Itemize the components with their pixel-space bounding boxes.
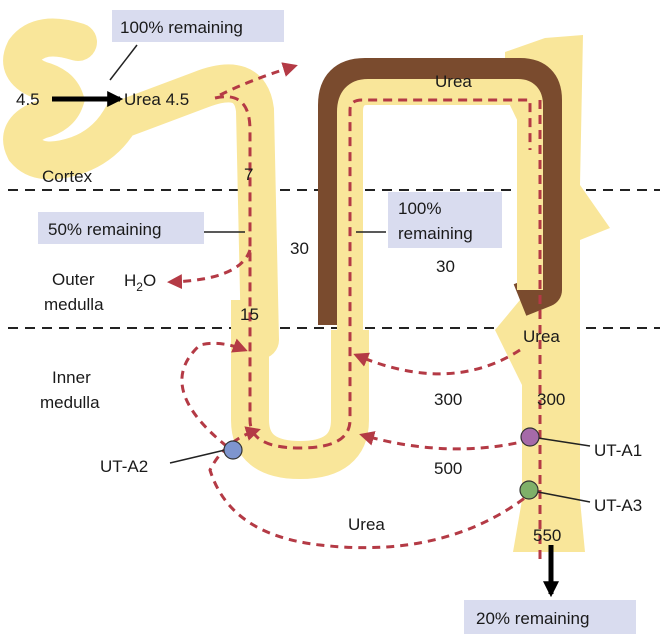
value-7: 7 (244, 165, 253, 184)
value-550: 550 (533, 526, 561, 545)
region-inner-1: Inner (52, 368, 91, 387)
region-inner-2: medulla (40, 393, 100, 412)
ascending-limb-wall (318, 58, 562, 325)
value-30-right: 30 (436, 257, 455, 276)
water-efflux-arrow (167, 249, 252, 290)
box-center (388, 192, 502, 248)
value-15: 15 (240, 305, 259, 324)
ut-a1-transporter (520, 427, 540, 447)
urea-recycle-arrow-4 (208, 426, 536, 550)
region-outer-2: medulla (44, 295, 104, 314)
ut-a1-label: UT-A1 (594, 441, 642, 460)
region-cortex: Cortex (42, 167, 93, 186)
ut-a2-transporter (223, 440, 243, 460)
urea-duct-label: Urea (523, 327, 560, 346)
value-300-left: 300 (434, 390, 462, 409)
water-label: H2O (124, 271, 156, 294)
urea-bottom-label: Urea (348, 515, 385, 534)
box-top (112, 10, 284, 42)
leader-ut-a1 (537, 437, 591, 447)
box-center-line2: remaining (398, 224, 473, 243)
ut-a2-label: UT-A2 (100, 457, 148, 476)
urea-recycle-arrow-1 (353, 348, 521, 376)
value-500: 500 (434, 459, 462, 478)
box-bottom (464, 600, 636, 634)
leader-ut-a2 (169, 449, 226, 464)
urea-recycle-arrow-2 (359, 431, 531, 451)
ut-a3-transporter (519, 480, 539, 500)
box-center-line1: 100% (398, 199, 441, 218)
urea-entry: Urea 4.5 (124, 90, 189, 109)
value-300-right: 300 (537, 390, 565, 409)
region-outer-1: Outer (52, 270, 95, 289)
input-value: 4.5 (16, 90, 40, 109)
leader-top-box (109, 44, 138, 81)
box-mid-left (38, 212, 204, 244)
urea-recycle-arrow-3 (180, 338, 248, 457)
proximal-tubule (3, 18, 279, 359)
urea-efflux-arrow (219, 62, 298, 97)
box-mid-left-text: 50% remaining (48, 220, 161, 239)
flow-line-descending (214, 95, 532, 450)
value-30-left: 30 (290, 239, 309, 258)
ut-a3-label: UT-A3 (594, 496, 642, 515)
box-bottom-text: 20% remaining (476, 609, 589, 628)
box-top-text: 100% remaining (120, 18, 243, 37)
leader-ut-a3 (537, 491, 591, 503)
urea-top-label: Urea (435, 72, 472, 91)
ascending-limb-fill (337, 79, 543, 330)
